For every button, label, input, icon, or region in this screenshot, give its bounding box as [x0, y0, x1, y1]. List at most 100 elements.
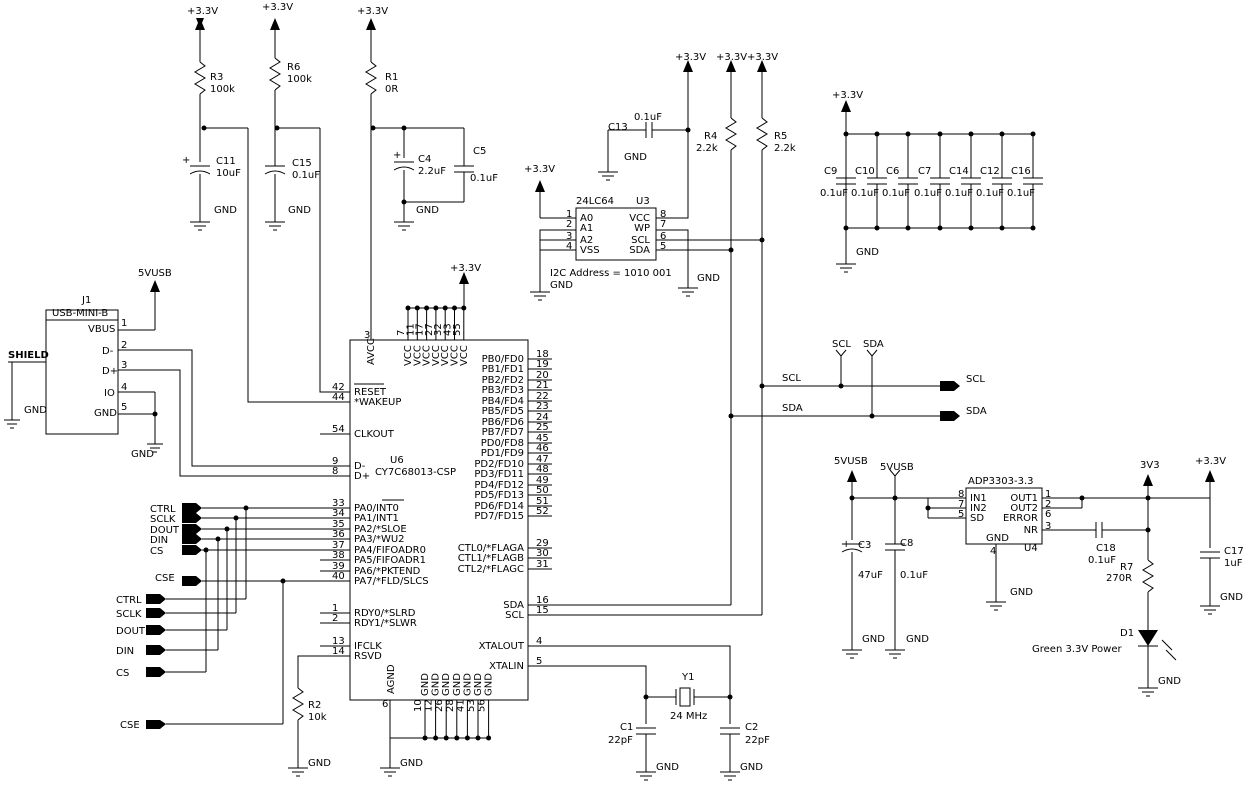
u3-pin-num: 2	[566, 219, 572, 230]
u6-vcc-pin-name: VCC	[403, 345, 414, 366]
c3-ref: C3	[858, 540, 871, 551]
c11-value: 10uF	[216, 168, 241, 179]
u6-pin-name: PD2/FD10	[474, 459, 524, 470]
u6-pin-num: 46	[536, 443, 549, 454]
gnd-label-c3: GND	[862, 634, 885, 645]
r4-value: 2.2k	[696, 143, 718, 154]
u6-pin-num: 1	[332, 603, 338, 614]
r5-ref: R5	[774, 131, 787, 142]
r5-resistor-icon	[756, 117, 768, 151]
j1-pin-name: D+	[102, 366, 118, 377]
u6-gnd-pin-num: 28	[445, 699, 456, 712]
gnd-label-r2: GND	[308, 758, 331, 769]
bank-cap-ref: C12	[980, 166, 1000, 177]
u4-pin-name: OUT1	[1010, 493, 1038, 504]
c17-value: 1uF	[1224, 558, 1243, 569]
u6-pin-name: PB2/FD2	[482, 375, 524, 386]
u6-pin-num: 40	[332, 571, 345, 582]
u6-pin-num: 50	[536, 485, 549, 496]
u3-note: I2C Address = 1010 001	[550, 268, 672, 279]
crystal-group: Y1 24 MHz C1 22pF GND C2 22pF GND	[528, 645, 770, 781]
u6-pin-name: CLKOUT	[354, 429, 395, 440]
u6-vcc-pin-name: VCC	[412, 345, 423, 366]
u6-avcc-num: 3	[364, 330, 370, 341]
u4-pin-num: 6	[1045, 509, 1051, 520]
u6-pin-name: CTL0/*FLAGA	[458, 543, 524, 554]
d1-ref: D1	[1120, 628, 1134, 639]
u6-pin-num: 30	[536, 548, 549, 559]
bus-port-label-ctrl: CTRL	[150, 504, 176, 515]
bus-port-icon	[182, 513, 202, 523]
u6-pin-name: RESET	[354, 387, 387, 398]
pwr-label-3v3: 3V3	[1140, 460, 1160, 471]
i2c-pullups: +3.3V R4 2.2k +3.3V R5 2.2k SCL SDA SCL …	[528, 52, 987, 616]
svg-text:+: +	[182, 155, 190, 166]
u4-pin-name: OUT2	[1010, 503, 1038, 514]
u6-gnd-pin-name: GND	[431, 673, 442, 696]
bank-cap-ref: C7	[918, 166, 931, 177]
r4-resistor-icon	[725, 117, 737, 151]
bus-port-icon	[182, 545, 202, 555]
u3-pin-num: 4	[566, 241, 572, 252]
u6-pin-name: PD5/FD13	[474, 490, 524, 501]
u6-pin-num: 21	[536, 380, 549, 391]
u3-ref: U3	[636, 196, 650, 207]
gnd-label-shield: GND	[24, 405, 47, 416]
bus-port-icon	[146, 645, 166, 655]
bank-cap-value: 0.1uF	[976, 188, 1004, 199]
c11-ref: C11	[216, 156, 236, 167]
gnd-label-c17: GND	[1220, 592, 1243, 603]
c2-ref: C2	[745, 722, 758, 733]
pwr-label-r5: +3.3V	[747, 52, 778, 63]
u6-pin-num: 16	[536, 595, 549, 606]
u4-regulator: 5VUSB + C3 47uF GND 5VUSB C8 0.1uF GND A…	[834, 456, 1244, 697]
u3-pin-name: A0	[580, 213, 593, 224]
u6-pin-num: 31	[536, 559, 549, 570]
cap-bank: +3.3V C90.1uFC100.1uFC60.1uFC70.1uFC140.…	[820, 90, 1043, 273]
u3-pin-name: VSS	[580, 245, 600, 256]
gnd-label-j1: GND	[131, 449, 154, 460]
pwr-label-r1: +3.3V	[357, 6, 388, 17]
u6-pin-name: D-	[354, 461, 366, 472]
u4-gnd-num: 4	[990, 546, 996, 557]
u6-pin-name: XTALIN	[489, 661, 524, 672]
u6-pin-name: PB6/FD6	[482, 417, 524, 428]
u3-pin-name: A2	[580, 235, 593, 246]
r1-resistor-icon	[365, 61, 377, 95]
r3-ref: R3	[210, 72, 223, 83]
c8-ref: C8	[900, 538, 913, 549]
r1-ref: R1	[385, 72, 398, 83]
u4-gnd-name: GND	[986, 533, 1009, 544]
u6-agnd-name: AGND	[386, 664, 397, 694]
pwr-label-r4: +3.3V	[716, 52, 747, 63]
bus-port-label-dout-2: DOUT	[116, 626, 146, 637]
c17-ref: C17	[1224, 546, 1244, 557]
r6-ref: R6	[287, 62, 300, 73]
u4-pin-name: SD	[970, 513, 984, 524]
u6-pin-num: 34	[332, 508, 345, 519]
gnd-label-c2: GND	[740, 762, 763, 773]
y1-crystal-icon	[679, 687, 691, 707]
u6-pin-num: 39	[332, 561, 345, 572]
c5-value: 0.1uF	[470, 173, 498, 184]
u6-gnd-pin-name: GND	[473, 673, 484, 696]
bus-port-icon	[182, 503, 202, 513]
u6-gnd-pin-num: 12	[424, 699, 435, 712]
c11-plate-curve-icon	[189, 170, 211, 175]
r6-value: 100k	[287, 74, 312, 85]
pwr-label-u3: +3.3V	[524, 164, 555, 175]
sda-port-icon	[940, 411, 960, 421]
bus-port-icon	[146, 667, 166, 677]
r7-ref: R7	[1120, 562, 1133, 573]
r1-c4-c5-group: +3.3V R1 0R + C4 2.2uF C5 0.1uF GND	[357, 6, 498, 340]
gnd-label-u3: GND	[550, 280, 573, 291]
bus-port-icon	[146, 594, 166, 604]
gnd-label-wp: GND	[697, 273, 720, 284]
bus-port-label-cs: CS	[150, 546, 163, 557]
u6-gnd-pin-num: 26	[434, 699, 445, 712]
sda-port-label: SDA	[966, 406, 987, 417]
gnd-label-c8: GND	[906, 634, 929, 645]
r1-value: 0R	[385, 84, 398, 95]
j1-ref: J1	[81, 295, 91, 306]
u4-pin-num: 7	[958, 499, 964, 510]
